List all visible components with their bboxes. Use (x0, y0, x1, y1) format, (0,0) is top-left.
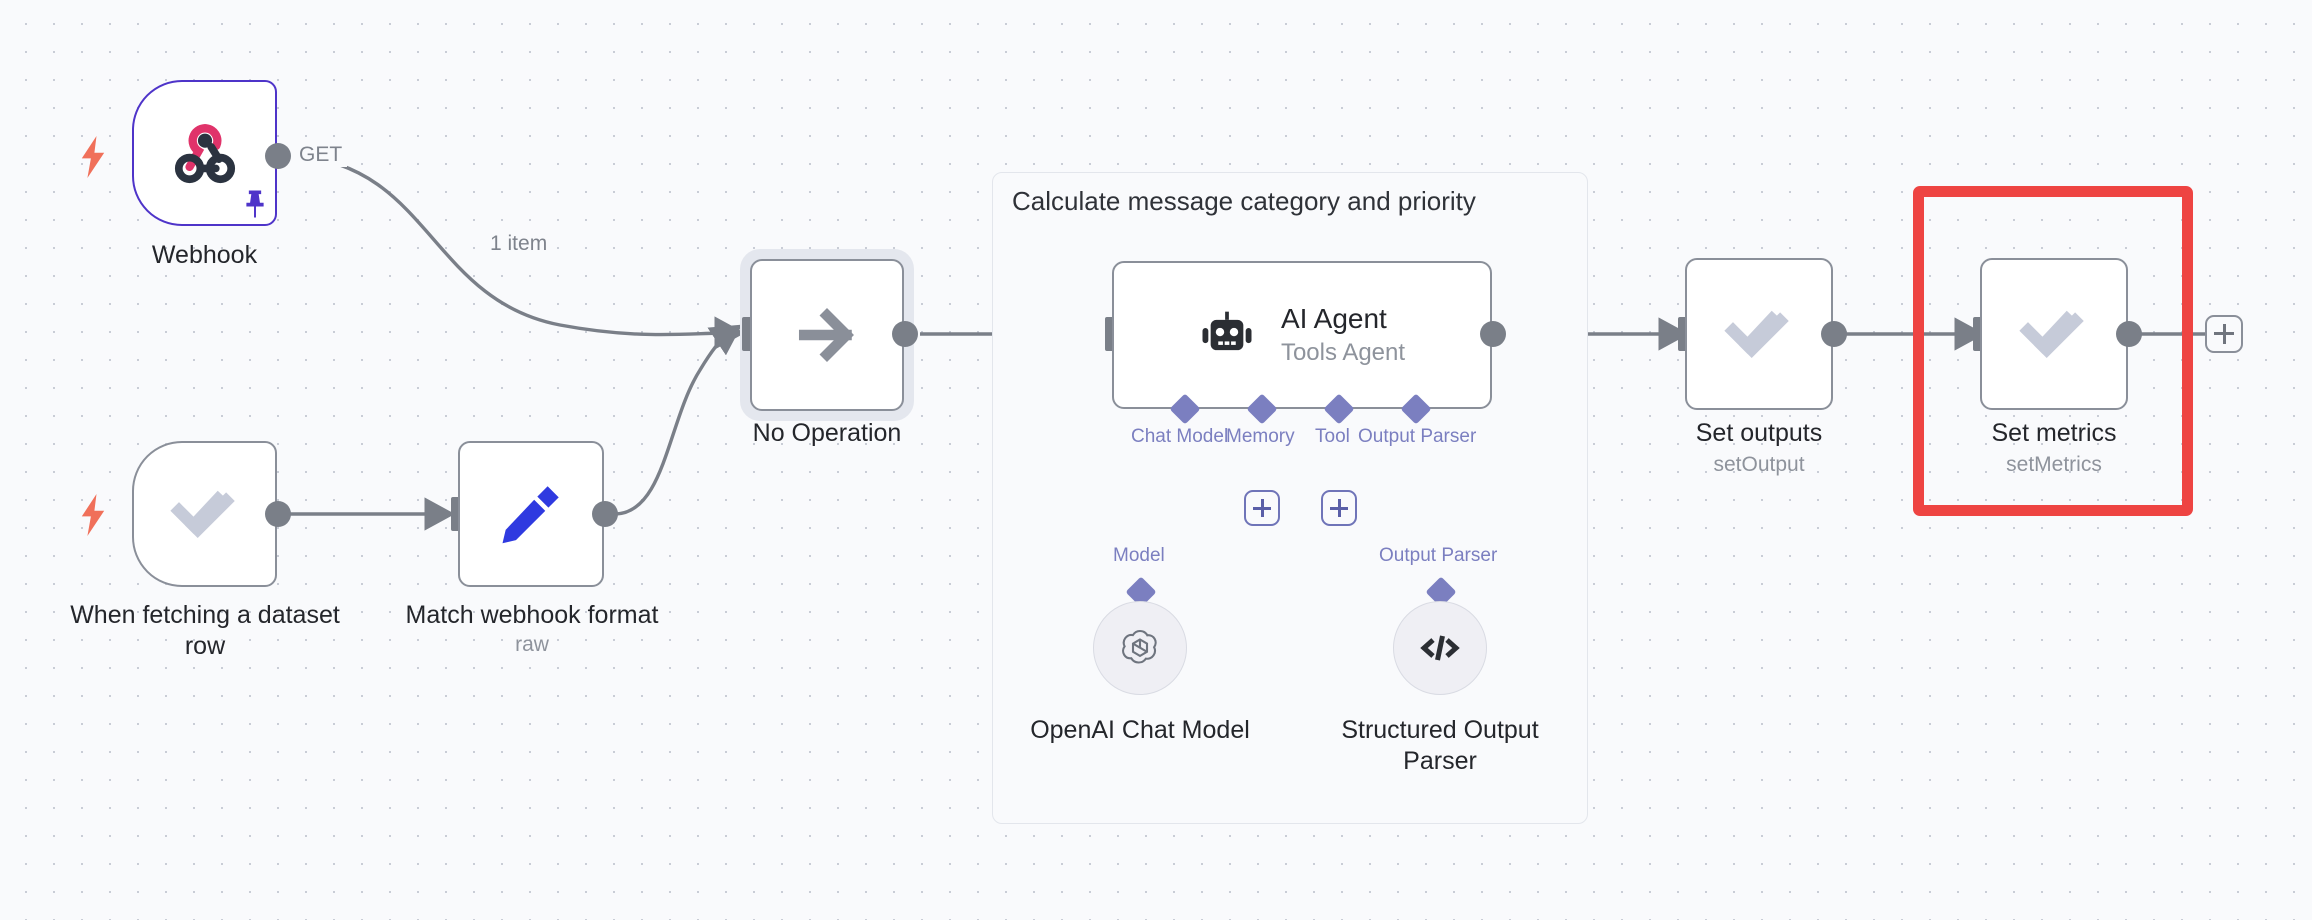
node-structured-output-parser[interactable] (1393, 601, 1487, 695)
webhook-output-port[interactable] (265, 143, 291, 169)
node-ai-agent[interactable]: AI Agent Tools Agent (1112, 261, 1492, 409)
node-sub-set-metrics: setMetrics (2006, 453, 2102, 476)
openai-icon (1122, 629, 1157, 664)
node-sub-set-outputs: setOutput (1713, 453, 1805, 476)
noop-output-port[interactable] (892, 321, 918, 347)
node-label-webhook: Webhook (151, 241, 258, 269)
port-label-output-parser: Output Parser (1358, 426, 1477, 447)
highlight-rectangle (1913, 186, 2193, 516)
trigger-bolt-icon (76, 136, 110, 178)
edge-label-1-item: 1 item (485, 232, 553, 256)
add-tool-button[interactable] (1321, 490, 1357, 526)
node-label-set-outputs: Set outputs (1695, 419, 1823, 447)
port-label-memory: Memory (1226, 426, 1295, 447)
node-label-set-metrics: Set metrics (1991, 419, 2117, 447)
pin-icon[interactable] (240, 188, 270, 220)
webhook-icon (174, 124, 235, 184)
set-outputs-output-port[interactable] (1821, 321, 1847, 347)
node-label-no-operation: No Operation (752, 419, 902, 447)
add-memory-button[interactable] (1244, 490, 1280, 526)
agent-output-port[interactable] (1480, 321, 1506, 347)
agent-name: AI Agent (1280, 303, 1387, 335)
node-label-when-fetching-dataset-row: When fetching a dataset row (70, 601, 340, 660)
node-set-metrics[interactable] (1980, 258, 2128, 410)
group-title: Calculate message category and priority (1012, 186, 1476, 216)
node-when-fetching-dataset-row[interactable] (132, 441, 277, 587)
agent-type: Tools Agent (1280, 339, 1406, 367)
node-match-webhook-format[interactable] (458, 441, 604, 587)
robot-icon (1202, 311, 1252, 351)
node-webhook[interactable] (132, 80, 277, 226)
node-no-operation[interactable] (750, 259, 904, 411)
port-label-model: Model (1113, 545, 1165, 566)
port-label-output-parser-sub: Output Parser (1379, 545, 1498, 566)
node-sub-match-webhook-format: raw (515, 633, 549, 656)
dataset-row-output-port[interactable] (265, 501, 291, 527)
code-brackets-icon (1420, 635, 1460, 661)
edge-label-get: GET (294, 143, 348, 167)
node-label-openai-chat-model: OpenAI Chat Model (1030, 716, 1250, 744)
port-label-chat-model: Chat Model (1131, 426, 1229, 447)
trigger-bolt-icon-2 (76, 494, 110, 536)
port-label-tool: Tool (1315, 426, 1350, 447)
node-set-outputs[interactable] (1685, 258, 1833, 410)
node-openai-chat-model[interactable] (1093, 601, 1187, 695)
set-metrics-output-port[interactable] (2116, 321, 2142, 347)
double-check-icon (1724, 310, 1789, 359)
match-webhook-output-port[interactable] (592, 501, 618, 527)
arrow-right-icon (798, 308, 854, 362)
double-check-icon (169, 490, 235, 539)
add-node-button[interactable] (2205, 315, 2243, 353)
pencil-icon (502, 486, 559, 544)
node-label-match-webhook-format: Match webhook format (405, 601, 659, 629)
node-label-structured-output-parser: Structured Output Parser (1341, 716, 1539, 775)
double-check-icon (2019, 310, 2084, 359)
